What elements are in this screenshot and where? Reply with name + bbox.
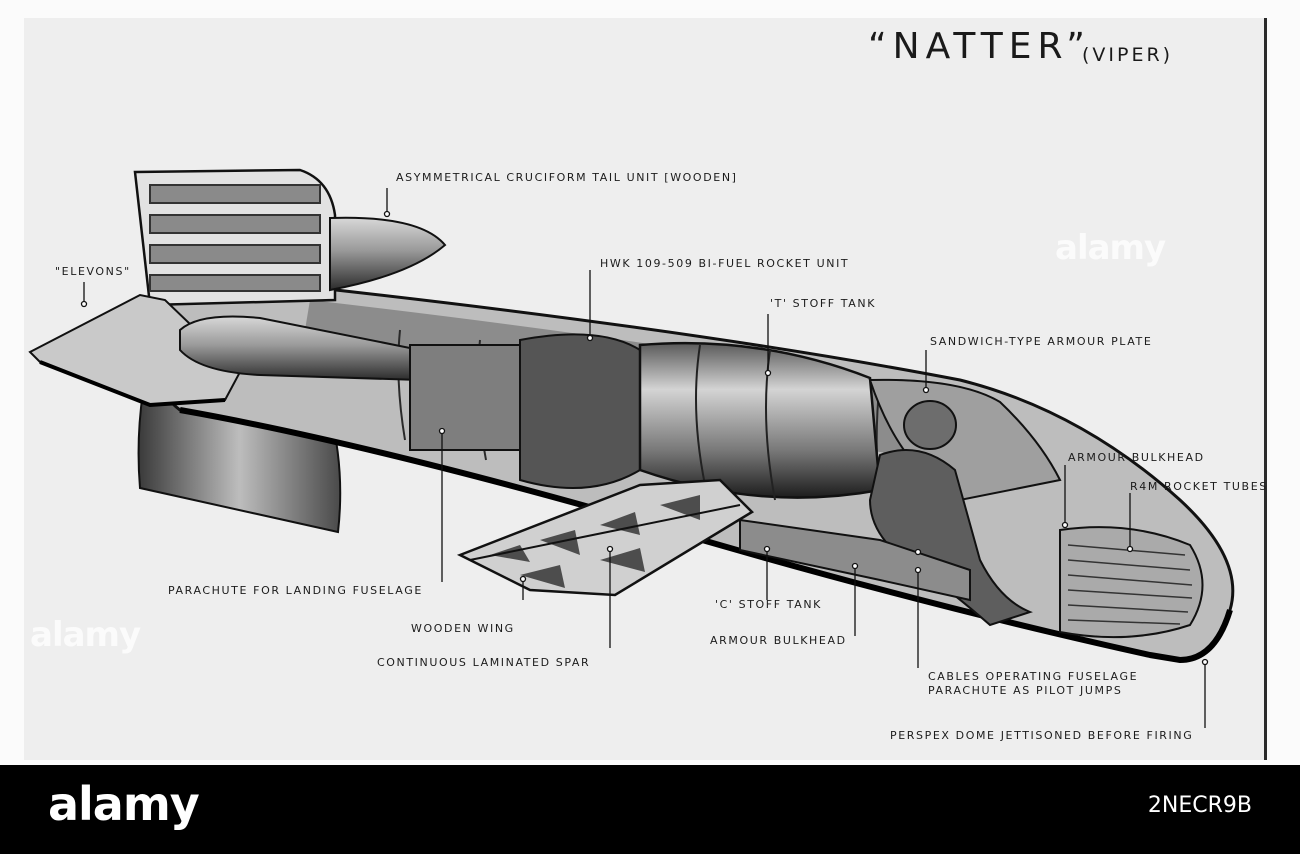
diagram-title: “NATTER” (868, 26, 1091, 67)
machinery (409, 344, 521, 451)
stock-image-id: 2NECR9B (1147, 793, 1252, 818)
watermark-overlay: alamy (1055, 228, 1166, 268)
r4m-rocket-tubes (1059, 526, 1204, 639)
label-c-stoff-tank: 'C' STOFF TANK (715, 598, 822, 611)
watermark-overlay: alamy (30, 615, 141, 655)
photograph: “NATTER” (VIPER) ASYMMETRICAL CRUCIFORM … (24, 18, 1268, 760)
label-r4m-rocket-tubes: R4M ROCKET TUBES (1130, 480, 1268, 493)
label-rocket-unit: HWK 109-509 BI-FUEL ROCKET UNIT (600, 257, 850, 270)
natter-cutaway-illustration (28, 168, 1235, 728)
label-armour-plate: SANDWICH-TYPE ARMOUR PLATE (930, 335, 1153, 348)
label-elevons: "ELEVONS" (55, 265, 131, 278)
label-laminated-spar: CONTINUOUS LAMINATED SPAR (377, 656, 591, 669)
label-armour-bulkhead-bottom: ARMOUR BULKHEAD (710, 634, 847, 647)
diagram-subtitle: (VIPER) (1082, 44, 1174, 66)
wooden-wing (456, 478, 755, 597)
label-t-stoff-tank: 'T' STOFF TANK (770, 297, 877, 310)
label-cables-line2: PARACHUTE AS PILOT JUMPS (928, 684, 1123, 697)
label-cables-line1: CABLES OPERATING FUSELAGE (928, 670, 1139, 683)
label-wooden-wing: WOODEN WING (411, 622, 515, 635)
label-perspex-dome: PERSPEX DOME JETTISONED BEFORE FIRING (890, 729, 1194, 742)
label-tail-unit: ASYMMETRICAL CRUCIFORM TAIL UNIT [WOODEN… (396, 171, 738, 184)
label-armour-bulkhead-top: ARMOUR BULKHEAD (1068, 451, 1205, 464)
c-stoff-tank (739, 518, 971, 602)
pilot-head (903, 400, 957, 450)
label-parachute: PARACHUTE FOR LANDING FUSELAGE (168, 584, 423, 597)
stock-footer-bar: alamy 2NECR9B (0, 765, 1300, 854)
stock-brand-logo: alamy (48, 777, 200, 831)
tail-fairing (329, 216, 447, 292)
diagram-card (24, 18, 1267, 760)
